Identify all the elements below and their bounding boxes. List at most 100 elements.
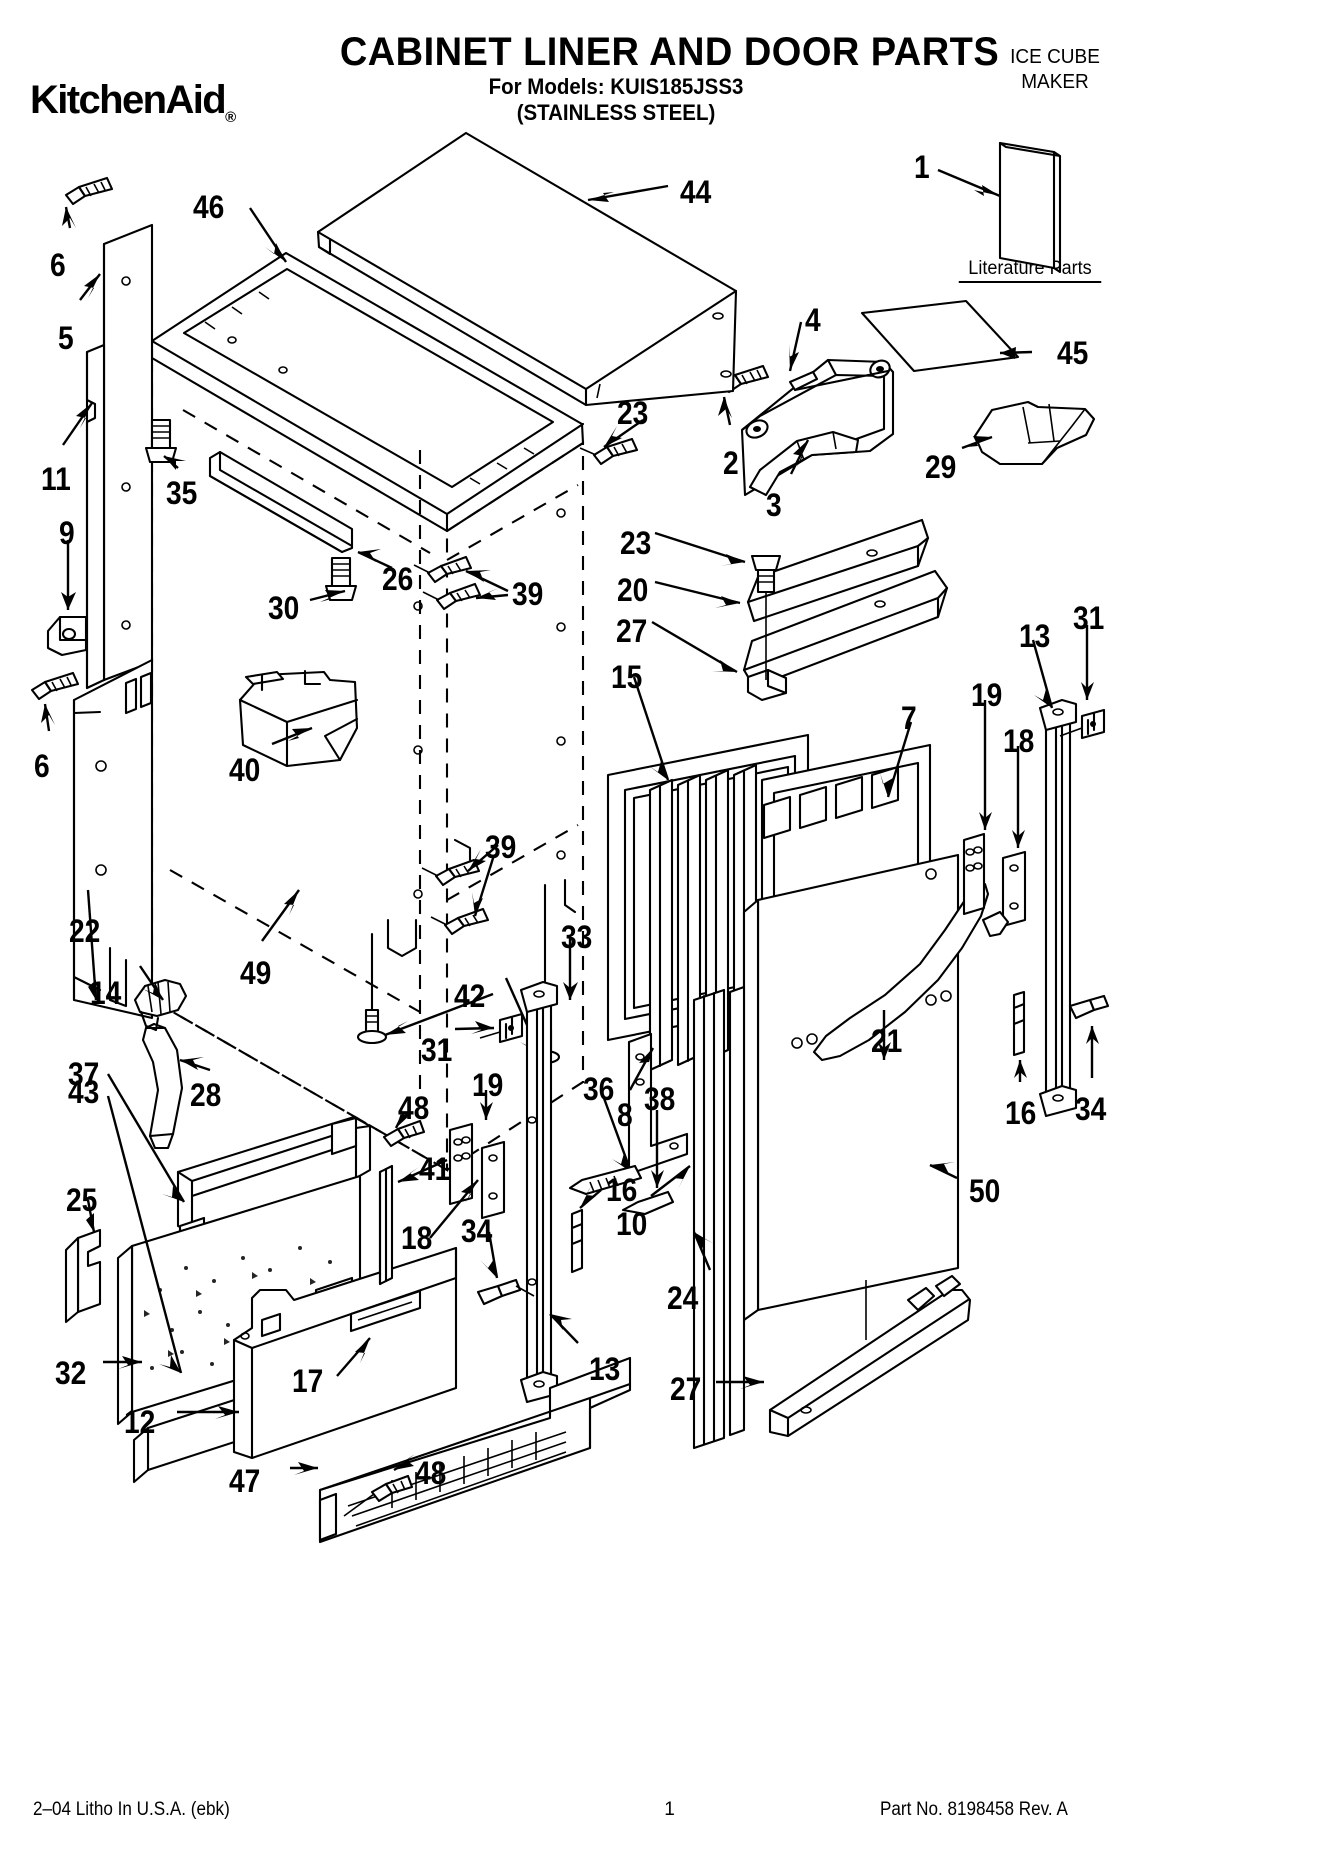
part-18-plate-lower	[482, 1142, 504, 1218]
callout-number-19: 19	[472, 1067, 504, 1103]
callout-number-50: 50	[969, 1173, 1001, 1209]
callout-number-43: 43	[68, 1074, 100, 1110]
part-21-door-handle	[814, 884, 988, 1060]
callout-number-24: 24	[667, 1280, 699, 1316]
callout-number-13: 13	[1019, 618, 1051, 654]
callout-number-6: 6	[34, 748, 50, 784]
callout-number-16: 16	[1005, 1095, 1037, 1131]
callout-number-3: 3	[766, 487, 782, 523]
callout-number-18: 18	[401, 1220, 433, 1256]
part-34-pin-right	[1070, 996, 1108, 1018]
callout-number-47: 47	[229, 1463, 261, 1499]
callout-number-25: 25	[66, 1182, 98, 1218]
part-25-bracket	[66, 1230, 100, 1322]
callout-number-14: 14	[90, 975, 122, 1011]
callout-number-22: 22	[69, 913, 101, 949]
part-19-plate-lower	[450, 1124, 472, 1204]
part-13-right-column	[1040, 700, 1076, 1116]
callout-number-12: 12	[124, 1404, 156, 1440]
registered-mark: ®	[225, 109, 237, 126]
callout-number-23: 23	[620, 525, 652, 561]
callout-number-48: 48	[398, 1090, 430, 1126]
part-6-screw-lower	[32, 673, 78, 699]
part-28-hose	[143, 1024, 182, 1148]
leader-43	[108, 1096, 181, 1373]
part-9-hinge	[48, 617, 86, 655]
callout-number-6: 6	[50, 247, 66, 283]
callout-number-4: 4	[805, 302, 821, 338]
callout-number-48: 48	[415, 1455, 447, 1491]
callout-number-33: 33	[561, 919, 593, 955]
callout-number-2: 2	[723, 445, 739, 481]
footer-left: 2–04 Litho In U.S.A. (ebk)	[33, 1799, 230, 1820]
callout-number-20: 20	[617, 572, 649, 608]
callout-number-34: 34	[1075, 1091, 1107, 1127]
callout-number-8: 8	[617, 1097, 633, 1133]
part-23-screw-cabinet	[580, 439, 637, 464]
leader-50	[930, 1165, 957, 1178]
part-50-outer-door	[744, 855, 958, 1320]
kitchenaid-logo: KitchenAid®	[30, 78, 360, 126]
callout-number-16: 16	[606, 1172, 638, 1208]
part-17-nameplate	[351, 1291, 420, 1331]
part-19-plate-right	[964, 834, 984, 914]
part-18-plate-right	[983, 852, 1025, 936]
callout-number-35: 35	[166, 475, 198, 511]
callout-number-19: 19	[971, 677, 1003, 713]
part-26-liner-rail	[210, 452, 352, 552]
part-8-spring	[570, 1166, 641, 1194]
part-24-center-column	[694, 987, 744, 1448]
callout-number-31: 31	[421, 1032, 453, 1068]
part-13-center-column	[521, 982, 557, 1402]
part-44-top-panel	[318, 133, 736, 405]
part-39-screws-upper	[414, 557, 480, 609]
callout-number-5: 5	[58, 320, 74, 356]
callout-number-41: 41	[419, 1151, 451, 1187]
callout-number-39: 39	[485, 829, 517, 865]
callout-number-29: 29	[925, 449, 957, 485]
callout-number-26: 26	[382, 561, 414, 597]
callout-number-11: 11	[41, 461, 71, 497]
part-40-cup	[240, 671, 357, 766]
callout-number-21: 21	[871, 1023, 903, 1059]
callout-number-39: 39	[512, 576, 544, 612]
callout-number-32: 32	[55, 1355, 87, 1391]
callout-number-44: 44	[680, 174, 712, 210]
model-subtitle: For Models: KUIS185JSS3	[488, 74, 744, 99]
leader-36	[601, 1090, 631, 1172]
callout-number-28: 28	[190, 1077, 222, 1113]
callout-number-40: 40	[229, 752, 261, 788]
callout-number-34: 34	[461, 1213, 493, 1249]
part-20-rail	[748, 520, 928, 621]
ice-cube-maker-label: ICE CUBE MAKER	[965, 45, 1146, 95]
leader-37	[108, 1074, 184, 1202]
part-31-clip-right	[1060, 710, 1104, 738]
part-27-bottom-rail	[770, 1276, 970, 1436]
callout-number-31: 31	[1073, 600, 1105, 636]
callout-number-27: 27	[616, 613, 648, 649]
leader-42	[385, 994, 493, 1035]
part-6-screw-top	[66, 178, 112, 204]
callout-number-13: 13	[589, 1351, 621, 1387]
part-16-catch-right	[1014, 992, 1024, 1055]
footer-page-number: 1	[664, 1799, 675, 1820]
leader-24	[694, 1232, 710, 1270]
part-41-rod	[380, 1166, 392, 1284]
brand-name: KitchenAid	[30, 78, 227, 122]
callout-number-42: 42	[454, 978, 486, 1014]
part-14-clamp	[135, 980, 186, 1030]
finish-subtitle: (STAINLESS STEEL)	[516, 100, 716, 125]
callout-number-7: 7	[901, 700, 917, 736]
part-48-screw-upper	[384, 1121, 424, 1146]
part-47-grille	[320, 1358, 630, 1542]
part-29-tray	[975, 402, 1094, 464]
callout-number-1: 1	[914, 149, 930, 185]
callout-number-10: 10	[616, 1206, 648, 1242]
part-38-pin	[623, 1192, 673, 1214]
ice-cube-maker-line1: ICE CUBE	[1010, 46, 1100, 68]
callout-number-37: 37	[68, 1056, 100, 1092]
callout-number-46: 46	[193, 189, 225, 225]
part-22-left-panel	[74, 660, 152, 1018]
